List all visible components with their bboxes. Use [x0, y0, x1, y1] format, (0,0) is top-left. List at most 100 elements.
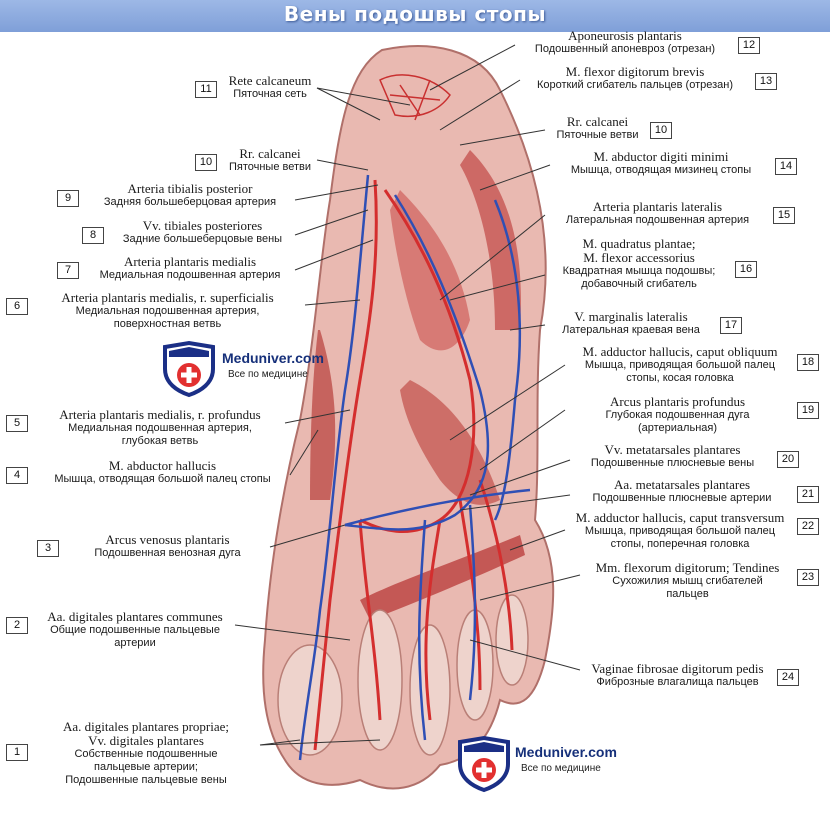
label-22-number: 22 [797, 518, 819, 535]
label-2: Aa. digitales plantares communes Общие п… [30, 610, 240, 650]
label-10-left: Rr. calcanei Пяточные ветви [215, 147, 325, 174]
label-4-number: 4 [6, 467, 28, 484]
label-6-latin: Arteria plantaris medialis, r. superfici… [61, 290, 274, 305]
label-19-number: 19 [797, 402, 819, 419]
page-title: Вены подошвы стопы [283, 2, 547, 26]
label-7-latin: Arteria plantaris medialis [123, 254, 257, 269]
label-6: Arteria plantaris medialis, r. superfici… [30, 291, 305, 331]
label-6-russian-2: поверхностная ветвь [113, 318, 222, 330]
label-12-number: 12 [738, 37, 760, 54]
label-5-number: 5 [6, 415, 28, 432]
label-2-russian-2: артерии [114, 637, 156, 649]
label-18-russian-1: Мышца, приводящая большой палец [584, 359, 776, 371]
label-23-russian-1: Сухожилия мышц сгибателей [612, 575, 763, 587]
label-18-russian-2: стопы, косая головка [626, 372, 734, 384]
label-13-russian: Короткий сгибатель пальцев (отрезан) [536, 79, 734, 91]
label-19-russian-2: (артериальная) [637, 422, 718, 434]
label-9-latin: Arteria tibialis posterior [127, 181, 253, 196]
label-2-number: 2 [6, 617, 28, 634]
label-23: Mm. flexorum digitorum; Tendines Сухожил… [580, 561, 795, 601]
label-5-russian-1: Медиальная подошвенная артерия, [68, 422, 252, 434]
label-8-latin: Vv. tibiales posteriores [142, 218, 263, 233]
label-20-russian: Подошвенные плюсневые вены [590, 457, 755, 469]
label-12-russian: Подошвенный апоневроз (отрезан) [534, 43, 716, 55]
arteries [313, 179, 514, 751]
label-1-latin-2: Vv. digitales plantares [88, 733, 204, 748]
label-4-russian: Мышца, отводящая большой палец стопы [54, 473, 271, 485]
label-1-latin-1: Aa. digitales plantares propriae; [62, 719, 230, 734]
label-23-number: 23 [797, 569, 819, 586]
label-17-number: 17 [720, 317, 742, 334]
label-19: Arcus plantaris profundus Глубокая подош… [565, 395, 790, 435]
label-12: Aponeurosis plantaris Подошвенный апонев… [515, 29, 735, 56]
label-20-number: 20 [777, 451, 799, 468]
label-16-number: 16 [735, 261, 757, 278]
label-10-right-number: 10 [650, 122, 672, 139]
toe-pads [277, 594, 529, 756]
label-13: M. flexor digitorum brevis Короткий сгиб… [516, 65, 754, 92]
label-4: M. abductor hallucis Мышца, отводящая бо… [30, 459, 295, 486]
watermark-name: Meduniver.com [222, 350, 324, 366]
label-11-latin: Rete calcaneum [228, 73, 312, 88]
label-23-russian-2: пальцев [666, 588, 709, 600]
label-18-latin: M. adductor hallucis, caput obliquum [582, 344, 778, 359]
label-21-latin: Aa. metatarsales plantares [613, 477, 751, 492]
label-24-russian: Фиброзные влагалища пальцев [596, 676, 759, 688]
label-7-number: 7 [57, 262, 79, 279]
label-21-number: 21 [797, 486, 819, 503]
label-3-latin: Arcus venosus plantaris [105, 532, 230, 547]
label-10-left-russian: Пяточные ветви [228, 161, 312, 173]
label-19-russian-1: Глубокая подошвенная дуга [605, 409, 750, 421]
label-4-latin: M. abductor hallucis [108, 458, 217, 473]
label-5: Arteria plantaris medialis, r. profundus… [30, 408, 290, 448]
label-1-russian-1: Собственные подошвенные [74, 748, 218, 760]
watermark-subtitle: Все по медицине [228, 369, 308, 380]
label-1-number: 1 [6, 744, 28, 761]
label-9-number: 9 [57, 190, 79, 207]
label-15-russian: Латеральная подошвенная артерия [565, 214, 750, 226]
label-14-number: 14 [775, 158, 797, 175]
label-16-russian-1: Квадратная мышца подошвы; [562, 265, 716, 277]
label-11-russian: Пяточная сеть [233, 88, 307, 100]
label-24-number: 24 [777, 669, 799, 686]
calcaneal-network [379, 74, 451, 121]
label-8-russian: Задние большеберцовые вены [122, 233, 283, 245]
title-bar: Вены подошвы стопы [0, 0, 830, 32]
label-5-russian-2: глубокая ветвь [121, 435, 199, 447]
label-17-russian: Латеральная краевая вена [562, 324, 700, 336]
watermark-logo-1 [163, 340, 215, 398]
label-3-number: 3 [37, 540, 59, 557]
label-11-number: 11 [195, 81, 217, 98]
label-7: Arteria plantaris medialis Медиальная по… [80, 255, 300, 282]
adductor-hallucis-obliquum-muscle [400, 380, 500, 505]
label-24-latin: Vaginae fibrosae digitorum pedis [591, 661, 764, 676]
label-20: Vv. metatarsales plantares Подошвенные п… [570, 443, 775, 470]
label-22-latin: M. adductor hallucis, caput transversum [575, 510, 785, 525]
label-8-number: 8 [82, 227, 104, 244]
label-2-russian-1: Общие подошвенные пальцевые [50, 624, 220, 636]
label-15-number: 15 [773, 207, 795, 224]
watermark-logo-2 [458, 735, 510, 793]
label-17-latin: V. marginalis lateralis [574, 309, 688, 324]
label-1-russian-2: пальцевые артерии; [94, 761, 198, 773]
label-9: Arteria tibialis posterior Задняя больше… [80, 182, 300, 209]
label-14: M. abductor digiti minimi Мышца, отводящ… [550, 150, 772, 177]
label-3: Arcus venosus plantaris Подошвенная вено… [60, 533, 275, 560]
label-21-russian: Подошвенные плюсневые артерии [592, 492, 772, 504]
label-12-latin: Aponeurosis plantaris [568, 28, 682, 43]
label-22: M. adductor hallucis, caput transversum … [565, 511, 795, 551]
label-6-russian-1: Медиальная подошвенная артерия, [75, 305, 260, 317]
label-23-latin: Mm. flexorum digitorum; Tendines [595, 560, 780, 575]
label-13-number: 13 [755, 73, 777, 90]
label-6-number: 6 [6, 298, 28, 315]
label-14-russian: Мышца, отводящая мизинец стопы [570, 164, 752, 176]
watermark-subtitle: Все по медицине [521, 763, 601, 774]
label-1: Aa. digitales plantares propriae; Vv. di… [30, 720, 262, 787]
label-20-latin: Vv. metatarsales plantares [604, 442, 741, 457]
label-10-right-russian: Пяточные ветви [556, 129, 639, 141]
label-13-latin: M. flexor digitorum brevis [565, 64, 705, 79]
label-15-latin: Arteria plantaris lateralis [592, 199, 723, 214]
label-5-latin: Arteria plantaris medialis, r. profundus [59, 407, 261, 422]
